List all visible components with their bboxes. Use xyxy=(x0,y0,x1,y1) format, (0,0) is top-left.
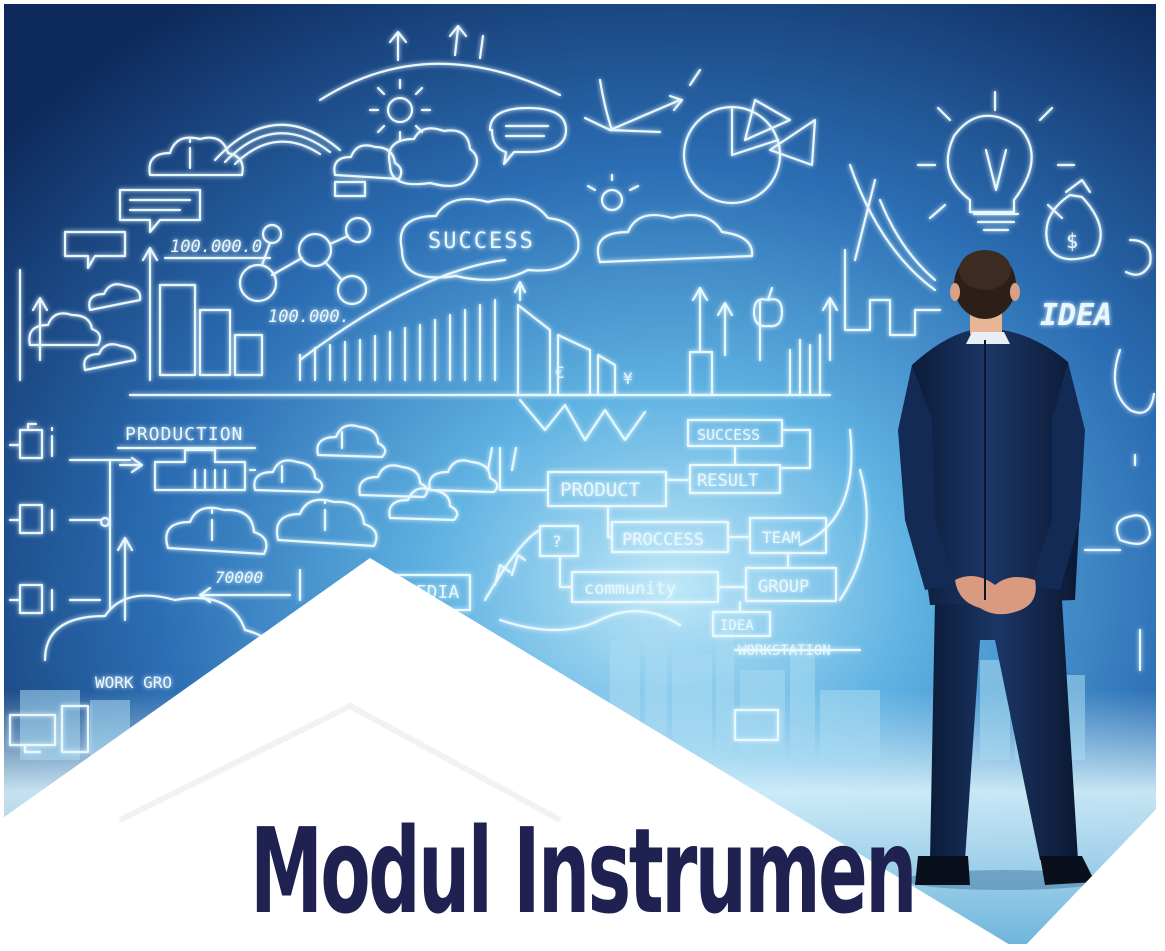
idea-right-label: IDEA xyxy=(1040,298,1112,333)
euro-sign: € xyxy=(555,363,565,382)
number-mid-label: 100.000. xyxy=(268,307,350,327)
flow-result-label: RESULT xyxy=(697,471,758,491)
money-bag-icon xyxy=(1045,178,1102,261)
network-diagram xyxy=(238,216,372,306)
flow-group-label: GROUP xyxy=(758,577,809,597)
workstation-label: WORKSTATION xyxy=(738,643,831,659)
yen-sign: ¥ xyxy=(623,369,633,388)
business-sketches: SUCCESS 100.000.0 100.000. € xyxy=(8,24,1156,754)
number-low-label: 70000 xyxy=(215,568,263,587)
success-cloud-label: SUCCESS xyxy=(428,229,535,254)
flowchart xyxy=(498,418,868,652)
flow-process-label: PROCCESS xyxy=(622,530,704,550)
flow-success-label: SUCCESS xyxy=(697,426,760,444)
speech-bubble-icon xyxy=(488,106,568,166)
triangle-inner-shadow xyxy=(118,702,562,823)
page-title: Modul Instrumen xyxy=(250,802,917,940)
bar-chart-sketch xyxy=(128,246,832,397)
flow-team-label: TEAM xyxy=(762,528,801,547)
bottom-right-triangle xyxy=(1020,800,1165,951)
city-skyline xyxy=(20,610,1085,760)
production-label: PRODUCTION xyxy=(125,424,243,445)
dollar-sign: $ xyxy=(1066,229,1078,253)
cloud-info-icon xyxy=(148,136,244,177)
sun-icon xyxy=(368,78,432,142)
apple-icon xyxy=(752,286,784,328)
flow-community-label: community xyxy=(584,579,676,599)
number-top-label: 100.000.0 xyxy=(170,237,262,257)
work-group-label: WORK GRO xyxy=(95,673,172,692)
success-cloud xyxy=(399,198,580,281)
pie-chart-icon xyxy=(682,98,817,205)
document-icon xyxy=(18,422,44,615)
flow-idea-label: IDEA xyxy=(720,618,754,634)
businessman xyxy=(898,250,1105,890)
lightbulb-icon xyxy=(916,90,1076,232)
flow-product-label: PRODUCT xyxy=(560,479,640,501)
white-triangle-overlay xyxy=(0,558,1020,951)
flow-question-label: ? xyxy=(552,532,562,551)
computer-icon xyxy=(8,704,780,754)
